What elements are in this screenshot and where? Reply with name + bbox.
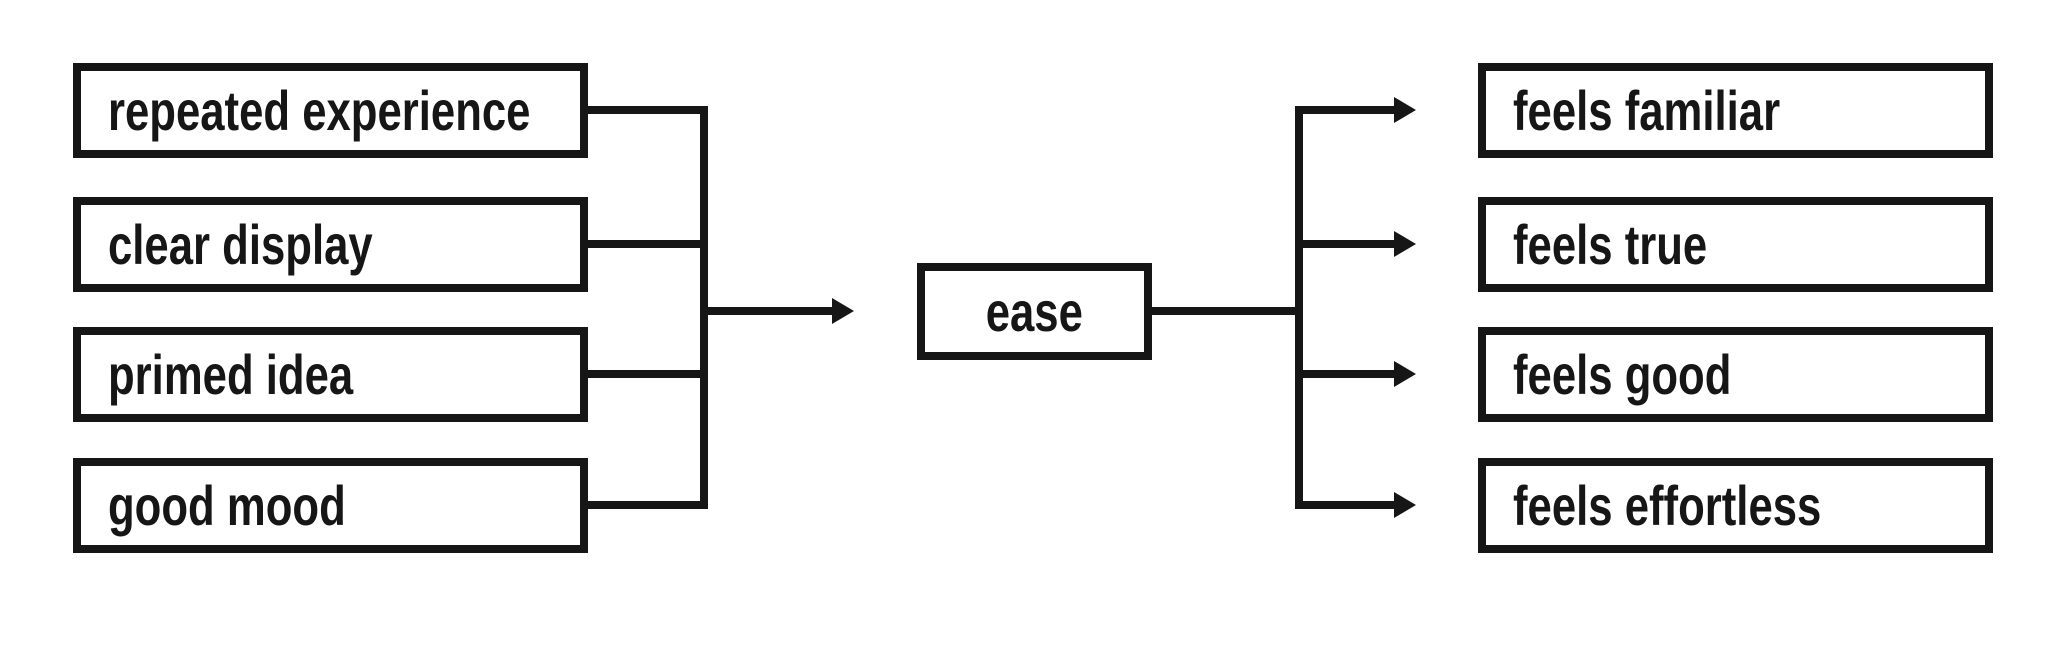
branch-feels-good [1299, 370, 1397, 378]
node-label: repeated experience [108, 78, 531, 142]
node-label: primed idea [108, 342, 354, 406]
arrowhead-right-icon [1394, 492, 1416, 518]
branch-feels-familiar [1299, 106, 1397, 114]
node-ease: ease [917, 263, 1152, 360]
node-feels-effortless: feels effortless [1478, 458, 1993, 553]
connector-from-ease [1152, 307, 1303, 315]
node-repeated-experience: repeated experience [73, 63, 588, 158]
connector-clear-display [588, 240, 708, 248]
node-feels-good: feels good [1478, 327, 1993, 422]
node-label: feels effortless [1513, 473, 1822, 537]
node-good-mood: good mood [73, 458, 588, 553]
node-label: ease [985, 279, 1084, 343]
connector-primed-idea [588, 370, 708, 378]
branch-feels-effortless [1299, 501, 1397, 509]
node-feels-true: feels true [1478, 197, 1993, 292]
branch-feels-true [1299, 240, 1397, 248]
node-label: good mood [108, 473, 346, 537]
arrowhead-right-icon [1394, 231, 1416, 257]
arrowhead-right-icon [1394, 361, 1416, 387]
distributor-line-right [1295, 106, 1303, 509]
node-label: feels familiar [1513, 78, 1781, 142]
connector-repeated-experience [588, 106, 708, 114]
node-label: clear display [108, 212, 373, 276]
arrowhead-right-icon [1394, 97, 1416, 123]
node-clear-display: clear display [73, 197, 588, 292]
node-primed-idea: primed idea [73, 327, 588, 422]
node-label: feels good [1513, 342, 1732, 406]
arrowhead-right-icon [832, 298, 854, 324]
node-feels-familiar: feels familiar [1478, 63, 1993, 158]
connector-to-ease [704, 307, 832, 315]
node-label: feels true [1513, 212, 1708, 276]
connector-good-mood [588, 501, 708, 509]
